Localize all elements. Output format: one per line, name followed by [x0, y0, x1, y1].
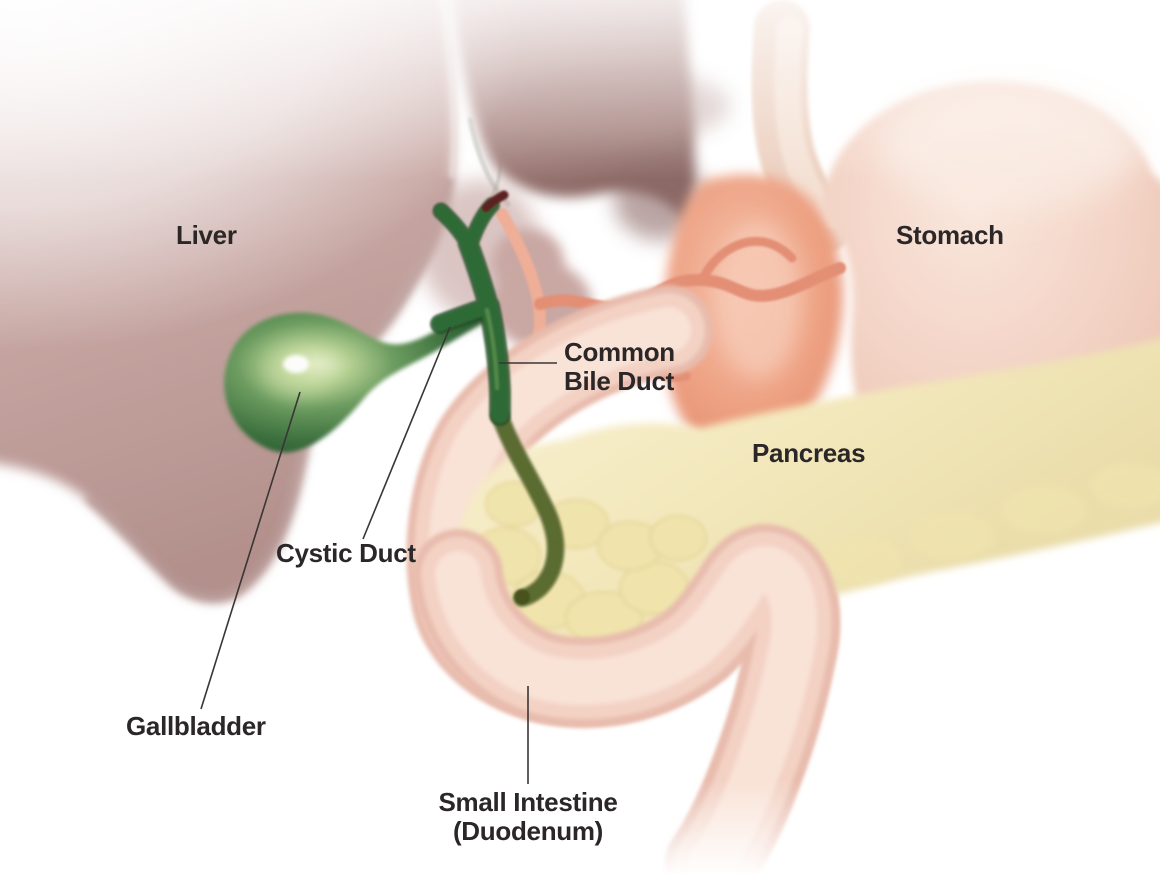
label-pancreas: Pancreas	[752, 438, 866, 468]
gastric-artery-branch	[697, 236, 797, 285]
label-stomach: Stomach	[896, 220, 1004, 250]
common-bile-duct-olive-segment	[490, 406, 566, 608]
label-common-bile-duct-line1: Common	[564, 337, 675, 367]
corner-fade-wash	[0, 0, 530, 370]
label-common-bile-duct: Common Bile Duct	[564, 338, 675, 396]
label-small-intestine: Small Intestine (Duodenum)	[398, 788, 658, 846]
leader-line-cystic-duct	[362, 326, 451, 540]
leader-lines	[200, 326, 557, 784]
liver-tip-edge-shading	[85, 425, 313, 603]
label-common-bile-duct-line2: Bile Duct	[564, 366, 674, 396]
label-gallbladder: Gallbladder	[126, 711, 266, 741]
duodenum-front-segment	[413, 524, 840, 873]
label-liver: Liver	[176, 220, 237, 250]
label-small-intestine-line1: Small Intestine	[438, 787, 618, 817]
leader-line-gallbladder	[200, 391, 301, 710]
pancreas-tail-lobules	[822, 464, 1160, 584]
label-cystic-duct: Cystic Duct	[276, 538, 416, 568]
bile-duct-cut-end	[514, 589, 530, 605]
label-small-intestine-line2: (Duodenum)	[452, 816, 604, 846]
jejunum-fade-wash	[630, 780, 920, 873]
